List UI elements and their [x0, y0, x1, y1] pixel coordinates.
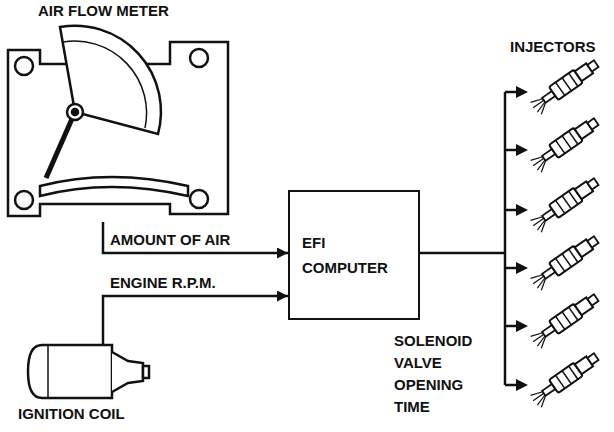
signal-label: ENGINE R.P.M. [108, 274, 218, 292]
branch-arrowhead [516, 204, 528, 216]
signal-connector [103, 296, 288, 345]
coil-nose [112, 352, 143, 392]
injector-group: INJECTORS [504, 38, 614, 422]
signal-label: SOLENOID VALVE OPENING TIME [392, 330, 474, 418]
branch-arrowhead [516, 262, 528, 274]
plate-arc [63, 41, 147, 128]
branch-arrowhead [516, 320, 528, 332]
coil-terminal [143, 366, 149, 378]
injector-symbol [529, 115, 602, 174]
node-label: INJECTORS [510, 38, 614, 56]
coil-ring [47, 345, 49, 398]
mount-hole [15, 191, 33, 209]
signal-label: AMOUNT OF AIR [108, 231, 232, 249]
injector-bus [505, 86, 528, 391]
pivot [67, 104, 83, 120]
branch-arrowhead [516, 144, 528, 156]
coil-figure: IGNITION COIL [14, 345, 184, 426]
injectors-figure [529, 57, 602, 409]
pivot-pin [72, 109, 78, 115]
sensor-figure: AIR FLOW METER [0, 0, 238, 222]
bus-line [504, 92, 507, 385]
node-label: AIR FLOW METER [38, 2, 238, 20]
node-label: EFI COMPUTER [302, 230, 388, 280]
flap-blade [46, 112, 75, 178]
mount-hole [190, 190, 208, 208]
injector-symbol [529, 57, 602, 116]
mount-hole [15, 57, 33, 75]
damper-wall [40, 177, 188, 196]
coil-body [28, 345, 112, 398]
branch-arrowhead [516, 86, 528, 98]
node-label: IGNITION COIL [18, 405, 125, 423]
branch-arrowhead [516, 379, 528, 391]
signal-connector [420, 252, 504, 255]
injector-symbol [529, 291, 602, 350]
injector-symbol [529, 350, 602, 409]
air-flow-meter-figure [8, 26, 228, 216]
mount-hole [190, 49, 208, 67]
injector-symbol [529, 175, 602, 234]
ignition-coil-figure [28, 345, 149, 398]
signal-connector [103, 222, 288, 253]
measuring-plate [60, 26, 161, 134]
process-box: EFI COMPUTER [288, 190, 420, 320]
injector-symbol [529, 233, 602, 292]
